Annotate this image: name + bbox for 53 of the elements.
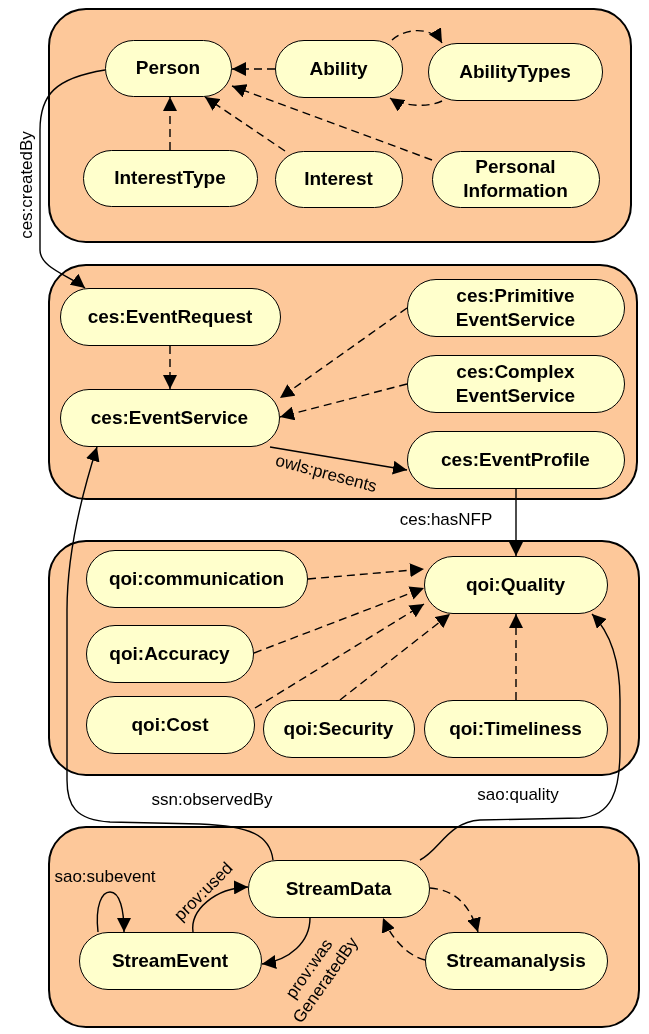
dashed-arrow xyxy=(279,383,408,421)
arrow xyxy=(509,488,523,557)
class-node: qoi:Quality xyxy=(423,555,608,614)
dashed-arrow xyxy=(204,96,286,152)
dashed-arrow xyxy=(307,563,425,580)
dashed-arrow xyxy=(391,27,443,44)
class-node: Personal Information xyxy=(431,150,600,208)
class-node: qoi:communication xyxy=(85,549,308,608)
dashed-arrow xyxy=(253,586,425,654)
dashed-arrow xyxy=(389,97,443,112)
class-node: InterestType xyxy=(82,149,258,207)
dashed-arrow xyxy=(231,84,433,161)
group-panel xyxy=(48,826,640,1028)
dashed-arrow xyxy=(279,307,408,399)
class-node: Person xyxy=(104,39,232,97)
dashed-arrow xyxy=(339,613,451,701)
dashed-arrow xyxy=(254,603,425,709)
class-node: Ability xyxy=(274,39,403,98)
arrow xyxy=(96,891,131,933)
edge-label: sao:subevent xyxy=(54,866,156,888)
arrow xyxy=(419,613,621,861)
dashed-arrow xyxy=(231,62,276,76)
class-node: qoi:Security xyxy=(262,699,415,758)
class-node: ces:EventService xyxy=(59,388,280,447)
class-node: ces:EventRequest xyxy=(59,287,281,346)
class-node: Interest xyxy=(274,150,403,208)
dashed-arrow xyxy=(163,96,177,151)
arrow xyxy=(261,917,311,969)
arrow xyxy=(66,446,274,861)
arrow xyxy=(269,446,408,475)
group-panel xyxy=(48,8,632,243)
dashed-arrow xyxy=(163,345,177,390)
arrow xyxy=(192,881,249,933)
edge-label: ces:createdBy xyxy=(16,131,37,239)
class-node: Streamanalysis xyxy=(424,931,608,990)
class-node: StreamEvent xyxy=(78,931,262,990)
edge-label: ssn:observedBy xyxy=(151,789,273,811)
dashed-arrow xyxy=(509,613,523,701)
edge-label: ces:hasNFP xyxy=(399,509,493,531)
dashed-arrow xyxy=(429,887,481,933)
edge-label: sao:quality xyxy=(477,784,559,806)
class-node: ces:Complex EventService xyxy=(406,354,625,413)
group-panel xyxy=(48,540,640,776)
group-panel xyxy=(48,264,638,500)
class-node: AbilityTypes xyxy=(427,42,603,101)
arrow xyxy=(39,69,106,289)
class-node: qoi:Timeliness xyxy=(423,699,608,758)
class-node: ces:EventProfile xyxy=(406,430,625,489)
class-node: ces:Primitive EventService xyxy=(406,278,625,337)
class-node: StreamData xyxy=(247,859,430,918)
class-node: qoi:Cost xyxy=(85,695,255,754)
dashed-arrow xyxy=(382,917,426,961)
class-node: qoi:Accuracy xyxy=(85,624,254,683)
